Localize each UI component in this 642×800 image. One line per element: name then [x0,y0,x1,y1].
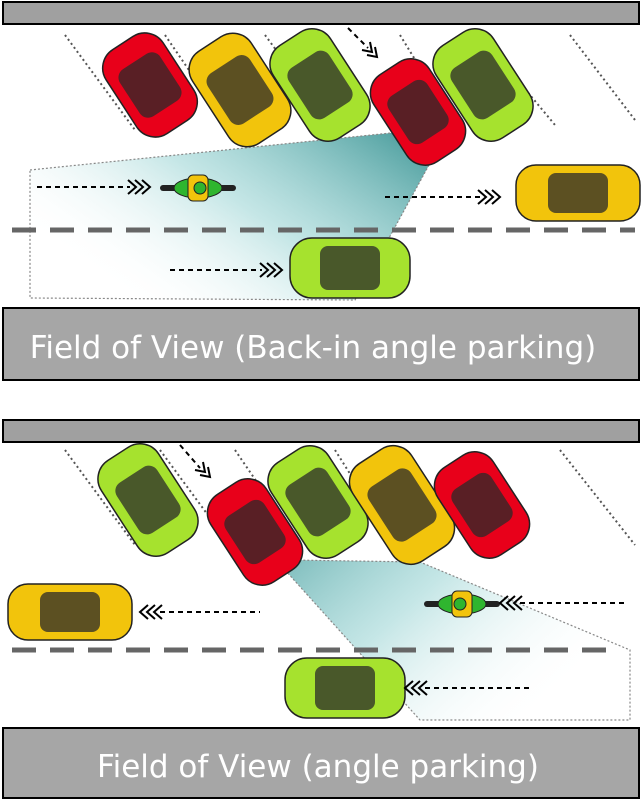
direction-arrow-icon [170,262,284,278]
caption-bar [2,727,640,799]
curb [2,1,640,25]
direction-arrow-icon [498,595,628,611]
panel-angle-parking: Field of View (angle parking) [2,419,640,799]
car-icon [97,443,199,557]
direction-arrow-icon [138,604,260,620]
car-icon [269,28,371,142]
car-icon [188,32,292,148]
direction-arrow-icon [347,27,379,59]
curb [2,419,640,443]
direction-arrow-icon [37,179,152,195]
caption-bar [2,307,640,381]
direction-arrow-icon [403,680,532,696]
field-of-view-cone [221,499,631,721]
motorcycle-icon [424,590,500,618]
car-icon [348,444,456,566]
car-icon [101,32,199,138]
car-icon [432,28,534,142]
car-icon [7,583,133,641]
direction-arrow-icon [385,189,502,205]
motorcycle-icon [160,174,236,202]
car-icon [206,478,304,586]
car-icon [433,451,531,559]
car-icon [369,58,467,166]
panel-caption: Field of View (angle parking) [97,749,539,785]
car-icon [267,445,369,559]
car-icon [515,164,641,222]
panel-caption: Field of View (Back-in angle parking) [30,330,596,366]
car-icon [284,657,406,719]
panel-back-in-angle-parking: Field of View (Back-in angle parking) [2,1,641,381]
car-icon [289,237,411,299]
direction-arrow-icon [179,444,212,479]
